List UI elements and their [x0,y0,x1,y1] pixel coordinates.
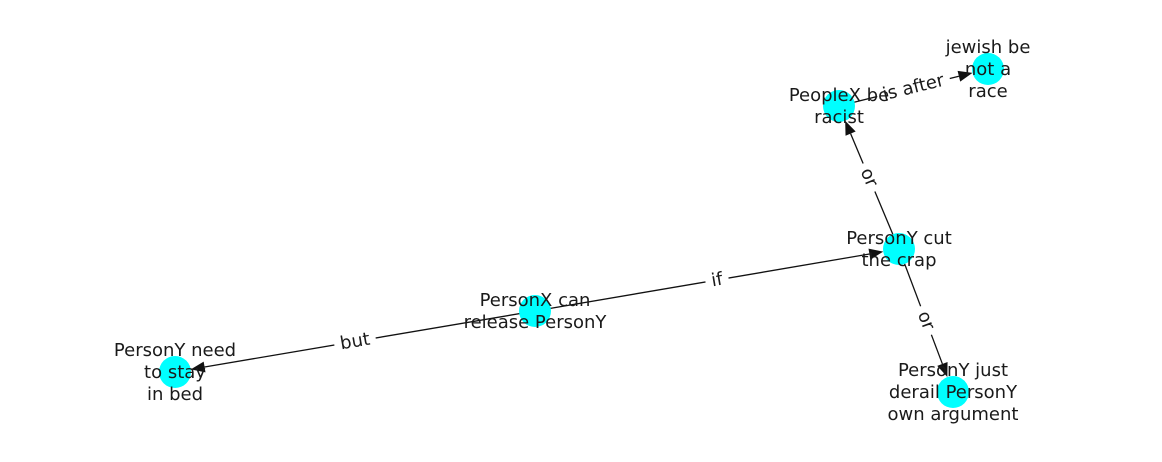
edge-label: if [710,269,725,292]
edge-persony_cut-to-persony_derail: or [898,248,948,378]
node-label-line: to stay [144,362,206,383]
node-persony_bed [159,356,191,388]
node-label-line: race [968,81,1007,102]
edge-label-group: if [703,266,731,294]
edge-label: is after [881,70,947,106]
node-label-line: own argument [888,404,1019,425]
node-label-line: PersonY need [114,340,236,361]
edge-personx_release-to-persony_bed: but [190,310,536,373]
node-label-line: jewish be [945,37,1031,58]
edge-personx_release-to-persony_cut: if [534,248,884,312]
node-label-line: PeopleX be [789,85,889,106]
arrowhead [868,248,884,260]
node-label-line: the crap [861,250,936,271]
arrowhead [190,361,206,373]
node-label-line: derail PersonY [889,382,1018,403]
node-layer [159,53,1004,408]
edge-label: but [339,329,372,355]
node-label-line: PersonX can [480,290,591,311]
edge-label-background [874,66,953,109]
edge-label-background [703,266,731,294]
edge-label-background [332,326,378,357]
arrowhead [845,120,856,136]
node-label-line: PersonY cut [846,228,952,249]
edge-label-background [909,302,943,339]
node-persony_derail [937,376,969,408]
edge-line [534,253,870,312]
node-peoplex_racist [823,90,855,122]
node-jewish_race [972,53,1004,85]
arrowhead [957,70,973,82]
edge-label-background [852,158,886,197]
node-label-line: racist [814,107,864,128]
arrowhead [937,361,948,378]
node-label-line: not a [965,59,1011,80]
node-label-line: PersonY just [898,360,1008,381]
edge-persony_cut-to-peoplex_racist: or [845,120,900,250]
node-label-line: release PersonY [464,312,608,333]
node-personx_release [519,295,551,327]
edge-label-group: or [852,158,886,197]
node-persony_cut [883,233,915,265]
node-label-line: in bed [147,384,203,405]
edge-label-group: but [332,326,378,357]
edge-label-group: or [909,302,943,339]
